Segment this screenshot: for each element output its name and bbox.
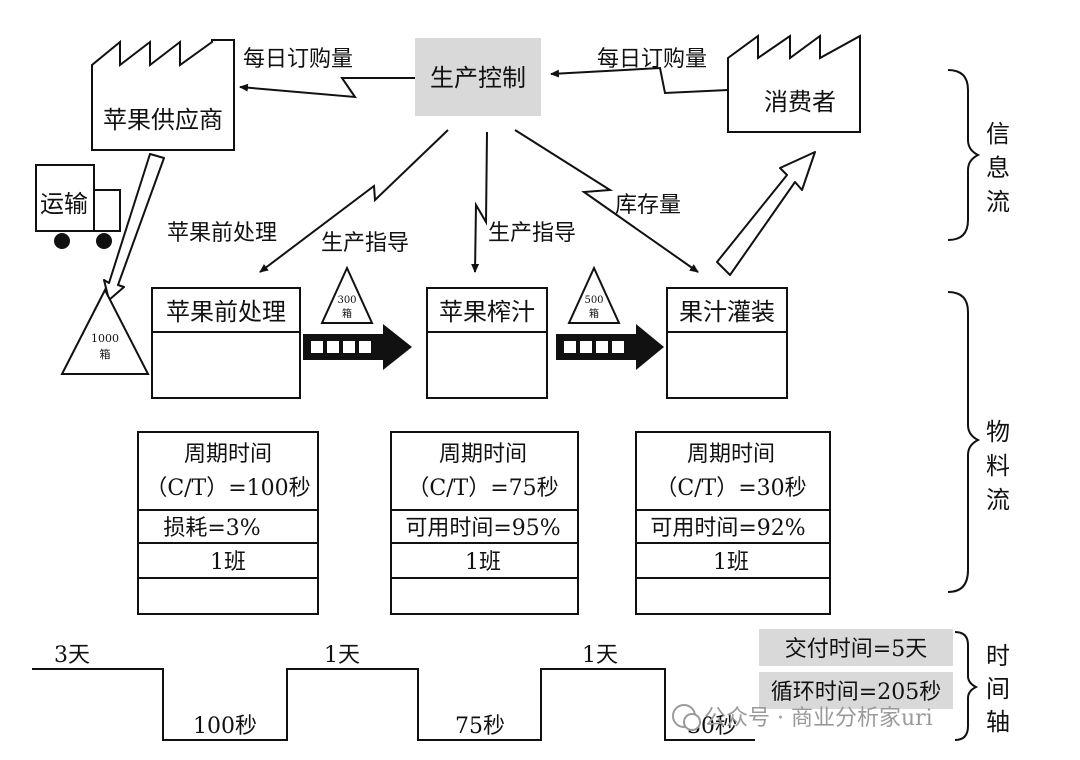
uptime-value: 可用时间=95% (405, 516, 560, 541)
shipment-push-arrow (103, 153, 165, 301)
process-time-1: 100秒 (193, 714, 257, 739)
shift-value: 1班 (713, 550, 749, 575)
instruction-label-2: 生产指导 (488, 221, 576, 246)
info-flow-char: 息 (986, 154, 1010, 182)
truck-icon: 运输 (35, 164, 121, 249)
push-arrow-2 (556, 324, 664, 370)
uptime-value: 可用时间=92% (650, 516, 805, 541)
inventory-unit: 箱 (342, 307, 352, 320)
lead-time-1: 3天 (54, 643, 90, 668)
timeline-char: 时 (986, 642, 1010, 670)
timeline-char: 间 (986, 675, 1010, 703)
inventory-triangle-2: 300 箱 (320, 265, 374, 324)
timeline-ladder (32, 668, 755, 741)
supplier-label: 苹果供应商 (103, 106, 223, 134)
cycle-time-label: 周期时间 (687, 442, 775, 467)
timeline-bracket: 时 间 轴 (954, 631, 1010, 741)
order-label-left: 每日订购量 (243, 47, 353, 72)
factory-icon (727, 34, 861, 133)
inventory-label: 库存量 (615, 193, 681, 218)
inventory-unit: 箱 (100, 347, 111, 361)
cycle-time-summary: 循环时间=205秒 (759, 672, 953, 709)
shift-value: 1班 (465, 550, 501, 575)
consumer-label: 消费者 (764, 88, 836, 116)
material-flow-char: 料 (986, 452, 1010, 480)
lead-time-2: 1天 (324, 643, 360, 668)
shift-value: 1班 (210, 550, 246, 575)
instruction-arrow-2 (471, 131, 488, 273)
triangle-icon (320, 265, 374, 324)
process-name: 果汁灌装 (679, 298, 775, 326)
process-box-2: 苹果榨汁 (426, 287, 548, 399)
cycle-time-value: （C/T）=100秒 (145, 476, 310, 501)
push-arrow-1 (303, 324, 412, 370)
instruction-label-1: 生产指导 (321, 231, 409, 256)
data-box-2: 周期时间 （C/T）=75秒 可用时间=95% 1班 (390, 431, 579, 615)
watermark: 公众号 · 商业分析家uri (672, 704, 933, 731)
inventory-triangle-3: 500 箱 (567, 265, 621, 324)
control-box (415, 38, 541, 116)
delivery-time: 交付时间=5天 (785, 637, 927, 662)
inventory-qty: 500 (584, 295, 603, 306)
process-name: 苹果榨汁 (439, 298, 535, 326)
watermark-text: 公众号 · 商业分析家uri (704, 706, 933, 731)
info-flow-char: 信 (986, 120, 1010, 148)
info-flow-bracket: 信 息 流 (947, 69, 1010, 241)
lead-time-3: 1天 (582, 643, 618, 668)
process-box-3: 果汁灌装 (666, 287, 788, 399)
delivery-arrow (716, 151, 816, 276)
cycle-time-value: （C/T）=30秒 (655, 476, 806, 501)
material-flow-bracket: 物 料 流 (947, 291, 1010, 593)
order-arrow-left (239, 77, 415, 99)
material-flow-char: 物 (986, 418, 1010, 446)
material-flow-char: 流 (986, 486, 1010, 514)
cycle-time-value: （C/T）=75秒 (407, 476, 558, 501)
process-name: 苹果前处理 (166, 298, 286, 326)
inventory-triangle-1: 1000 箱 (60, 287, 150, 375)
process-time-2: 75秒 (455, 714, 505, 739)
inventory-qty: 300 (337, 295, 356, 306)
consumer-factory: 消费者 (727, 34, 861, 133)
production-control: 生产控制 (415, 38, 541, 116)
cycle-time-label: 周期时间 (184, 442, 272, 467)
truck-label: 运输 (40, 190, 88, 218)
info-flow-char: 流 (986, 188, 1010, 216)
inventory-unit: 箱 (589, 307, 599, 320)
triangle-icon (567, 265, 621, 324)
cycle-time-label: 周期时间 (439, 442, 527, 467)
inventory-arrow (514, 129, 699, 273)
supplier-factory: 苹果供应商 (91, 39, 235, 151)
order-label-right: 每日订购量 (597, 47, 707, 72)
triangle-icon (60, 287, 150, 375)
process-box-1: 苹果前处理 (151, 287, 301, 399)
timeline-char: 轴 (986, 708, 1010, 736)
factory-icon (91, 39, 235, 151)
cycle-time-total: 循环时间=205秒 (771, 680, 941, 705)
instruction-arrow-1 (259, 129, 449, 273)
order-arrow-right (550, 66, 729, 95)
control-label: 生产控制 (430, 64, 526, 92)
preprocess-note: 苹果前处理 (167, 221, 277, 246)
loss-value: 损耗=3% (163, 516, 260, 541)
lead-time-summary: 交付时间=5天 (759, 629, 953, 666)
data-box-1: 周期时间 （C/T）=100秒 损耗=3% 1班 (137, 431, 319, 615)
inventory-qty: 1000 (91, 332, 119, 345)
data-box-3: 周期时间 （C/T）=30秒 可用时间=92% 1班 (635, 431, 831, 615)
